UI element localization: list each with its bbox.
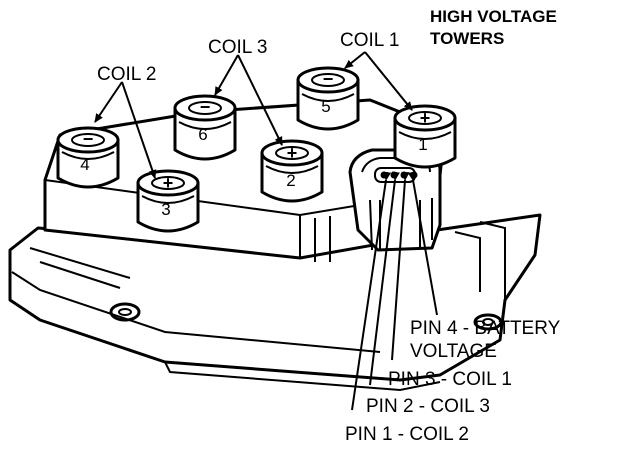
tower-4-polarity: − — [83, 129, 94, 149]
coil-3-label: COIL 3 — [208, 37, 268, 58]
tower-5: − 5 — [296, 66, 360, 131]
tower-1-number: 1 — [418, 135, 427, 154]
hv-towers-label-line1: HIGH VOLTAGE — [430, 7, 557, 26]
pin-4-label-line1: PIN 4 - BATTERY — [410, 318, 561, 339]
connector — [348, 148, 442, 252]
tower-5-number: 5 — [321, 97, 330, 116]
tower-6-polarity: − — [200, 97, 211, 117]
pin-leaders — [351, 171, 438, 411]
pin-4-label-line2: VOLTAGE — [410, 341, 497, 362]
tower-3-polarity: + — [163, 173, 174, 193]
tower-4: − 4 — [56, 126, 120, 189]
tower-1-polarity: + — [420, 108, 431, 128]
pin-2-label: PIN 2 - COIL 3 — [366, 396, 490, 417]
pin-1-label: PIN 1 - COIL 2 — [345, 424, 469, 445]
tower-6-number: 6 — [198, 125, 207, 144]
tower-2-polarity: + — [287, 143, 298, 163]
coil-2-label: COIL 2 — [97, 64, 157, 85]
tower-3: + 3 — [136, 169, 200, 233]
tower-4-number: 4 — [80, 155, 89, 174]
tower-5-polarity: − — [323, 69, 334, 89]
tower-1: + 1 — [393, 104, 457, 169]
hv-towers-label-line2: TOWERS — [430, 29, 504, 48]
mount-hole-right — [473, 313, 503, 331]
tower-2-number: 2 — [286, 171, 295, 190]
coil-1-label: COIL 1 — [340, 30, 400, 51]
base-plate — [8, 213, 542, 392]
tower-6: − 6 — [173, 94, 237, 161]
coil-callouts — [94, 51, 413, 179]
tower-3-number: 3 — [161, 200, 170, 219]
tower-2: + 2 — [260, 139, 324, 203]
mount-hole-left — [109, 302, 141, 322]
pin-3-label: PIN 3 - COIL 1 — [388, 369, 512, 390]
